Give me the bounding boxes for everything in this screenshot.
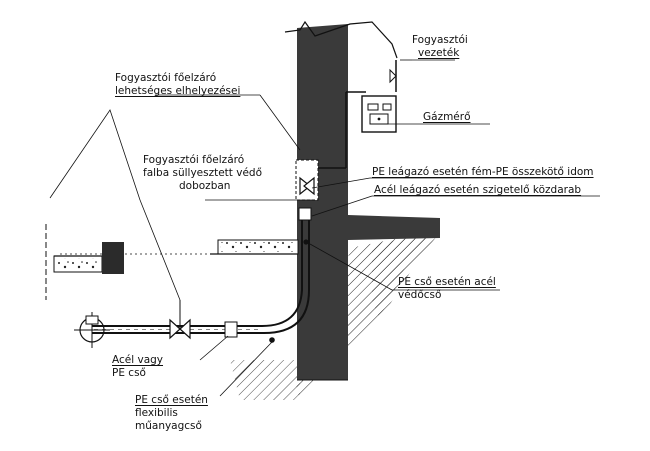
service-pipe	[92, 91, 362, 334]
label-steel-or-pe: Acél vagy PE cső	[112, 354, 163, 380]
riser-valve-icon	[295, 159, 319, 201]
label-line: műanyagcső	[135, 420, 202, 432]
gas-meter-icon	[361, 60, 397, 133]
label-line: Fogyasztói főelzáró	[143, 154, 245, 166]
label-consumer-line: Fogyasztói vezeték	[412, 34, 468, 60]
label-pe-branch: PE leágazó esetén fém-PE összekötő idom	[372, 166, 594, 178]
label-valve-locations: Fogyasztói főelzáró lehetséges elhelyezé…	[115, 72, 240, 98]
label-line: Fogyasztói	[412, 34, 468, 46]
label-line: falba süllyesztett védő	[143, 167, 263, 179]
building-wall	[284, 20, 440, 381]
label-line: PE cső esetén acél	[398, 276, 496, 288]
label-flexible: PE cső esetén flexibilis műanyagcső	[135, 394, 208, 433]
underground-valve-icon	[169, 300, 191, 340]
label-steel-branch: Acél leágazó esetén szigetelő közdarab	[374, 184, 582, 196]
label-line: vezeték	[418, 47, 460, 59]
label-gas-meter: Gázmérő	[423, 111, 471, 123]
label-line: lehetséges elhelyezései	[115, 85, 241, 97]
pipe-coupling	[224, 207, 312, 343]
label-line: flexibilis	[135, 407, 178, 419]
label-line: PE cső esetén	[135, 394, 208, 406]
label-line: védőcső	[398, 289, 442, 301]
label-recessed-valve: Fogyasztói főelzáró falba süllyesztett v…	[143, 154, 262, 193]
pipe-end-fitting	[74, 312, 110, 348]
label-line: dobozban	[179, 180, 231, 192]
label-pe-sleeve: PE cső esetén acél védőcső	[398, 276, 496, 302]
label-line: Acél vagy	[112, 354, 164, 366]
left-slab	[45, 224, 124, 300]
label-line: PE cső	[112, 367, 146, 379]
ground-slab	[60, 239, 299, 255]
label-line: Fogyasztói főelzáró	[115, 72, 217, 84]
leader-lines	[49, 59, 600, 397]
